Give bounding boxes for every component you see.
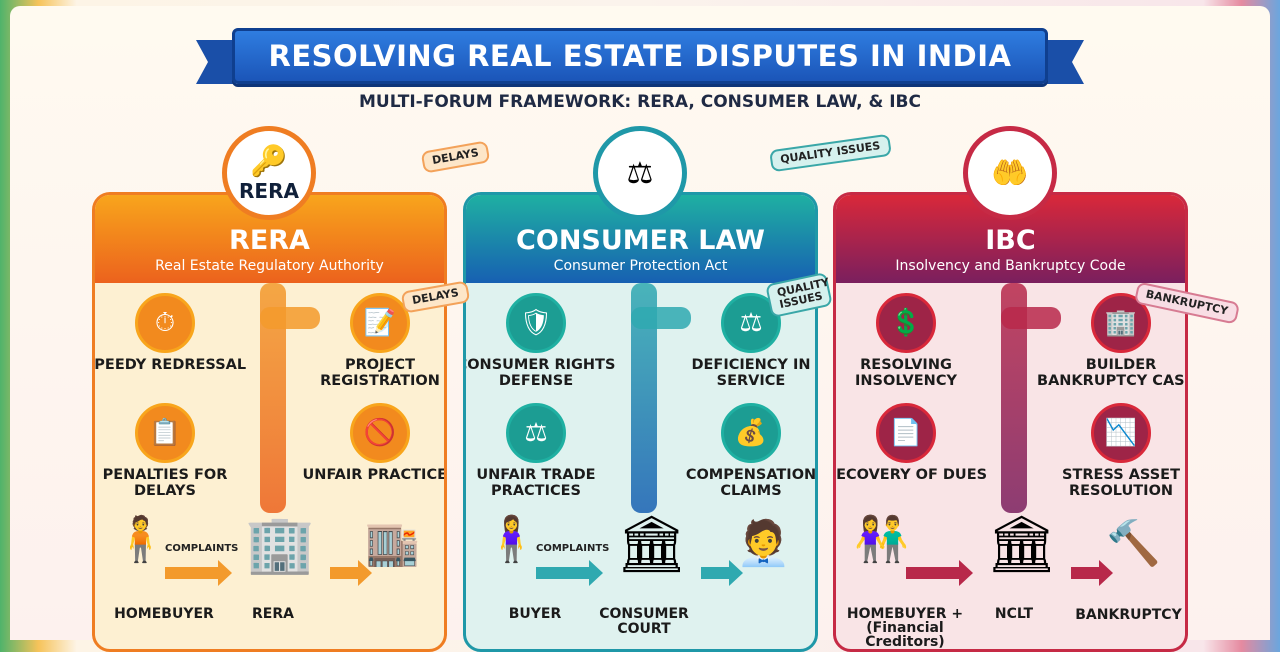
chart-down-icon: 📉 <box>1091 403 1151 463</box>
bottom-label-left: HOMEBUYER <box>114 606 214 622</box>
panel-subtitle: Consumer Protection Act <box>553 258 728 274</box>
feature-label: SPEEDY REDRESSAL <box>92 357 247 373</box>
page-title: RESOLVING REAL ESTATE DISPUTES IN INDIA <box>268 39 1012 73</box>
figure-right: 🧑‍💼 <box>736 518 791 569</box>
hand-coin-icon: 💲 <box>876 293 936 353</box>
flow-path <box>1001 307 1061 329</box>
house-key-icon: 🔑 <box>250 143 288 179</box>
panel-header: CONSUMER LAW Consumer Protection Act <box>466 195 815 283</box>
arrow <box>536 560 603 586</box>
title-banner: RESOLVING REAL ESTATE DISPUTES IN INDIA <box>232 28 1048 84</box>
hand-coin-icon: 💰 <box>721 403 781 463</box>
clipboard-alert-icon: 📋 <box>135 403 195 463</box>
badge-ibc: 🤲 <box>963 126 1057 220</box>
bottom-label-center: RERA <box>252 606 294 622</box>
feature-label: RECOVERY OF DUES <box>833 467 988 483</box>
figure-center: 🏛 <box>986 512 1058 577</box>
panel-ibc: IBC Insolvency and Bankruptcy Code 💲 RESOLV… <box>833 192 1188 652</box>
invoice-coin-icon: 📄 <box>876 403 936 463</box>
panel-consumer: CONSUMER LAW Consumer Protection Act 🛡 CONS… <box>463 192 818 652</box>
bottom-label-center: NCLT <box>994 606 1034 622</box>
arrow <box>1071 560 1113 586</box>
panel-subtitle: Insolvency and Bankruptcy Code <box>895 258 1126 274</box>
feature-label: RESOLVING INSOLVENCY <box>855 357 957 389</box>
panel-subtitle: Real Estate Regulatory Authority <box>155 258 384 274</box>
arrow <box>330 560 372 586</box>
complaints-label: COMPLAINTS <box>165 543 239 554</box>
stopwatch-icon: ⏱ <box>135 293 195 353</box>
arrow <box>165 560 232 586</box>
bottom-label-center: CONSUMER COURT <box>599 606 689 637</box>
figure-left: 🧍‍♀️ <box>484 514 539 565</box>
panel-title: CONSUMER LAW <box>516 225 765 256</box>
bottom-label-left: HOMEBUYER + (Financial Creditors) <box>846 606 964 650</box>
bottom-label-right: BANKRUPTCY <box>1075 607 1182 623</box>
prohibited-icon: 🚫 <box>350 403 410 463</box>
feature-label: PENALTIES FOR DELAYS <box>102 467 228 499</box>
figure-left: 🧍 <box>113 514 168 565</box>
feature-label: STRESS ASSET RESOLUTION <box>1062 467 1180 499</box>
panel-rera: RERA Real Estate Regulatory Authority ⏱ SPE… <box>92 192 447 652</box>
feature-label: DEFICIENCY IN SERVICE <box>691 357 811 389</box>
shield-user-icon: 🛡 <box>506 293 566 353</box>
flow-path <box>631 307 691 329</box>
document-sign-icon: 📝 <box>350 293 410 353</box>
figure-right: 🏬 <box>365 518 420 569</box>
flow-path <box>260 307 320 329</box>
feature-label: COMPENSATION CLAIMS <box>685 467 817 499</box>
badge-rera: 🔑RERA <box>222 126 316 220</box>
feature-label: UNFAIR PRACTICES <box>302 467 447 483</box>
feature-label: BUILDER BANKRUPTCY CASES <box>1037 357 1185 389</box>
panel-title: RERA <box>229 225 310 256</box>
arrow <box>906 560 973 586</box>
scales-icon: ⚖ <box>506 403 566 463</box>
complaints-label: COMPLAINTS <box>536 543 610 554</box>
figure-center: 🏢 <box>245 512 315 577</box>
feature-label: UNFAIR TRADE PRACTICES <box>476 467 596 499</box>
feature-label: CONSUMER RIGHTS DEFENSE <box>463 357 616 389</box>
panel-title: IBC <box>985 225 1036 256</box>
bottom-label-left: BUYER <box>508 606 562 622</box>
badge-label: RERA <box>239 178 299 203</box>
arrow <box>701 560 743 586</box>
gavel-icon: ⚖ <box>626 155 654 191</box>
figure-right: 🔨 <box>1106 518 1161 569</box>
page-subtitle: MULTI-FORUM FRAMEWORK: RERA, CONSUMER LA… <box>359 92 921 112</box>
badge-consumer: ⚖ <box>593 126 687 220</box>
feature-label: PROJECT REGISTRATION <box>320 357 440 389</box>
hand-coin-key-icon: 🤲 <box>991 155 1029 191</box>
figure-center: 🏛 <box>616 512 688 577</box>
figure-left: 👫 <box>854 514 909 565</box>
